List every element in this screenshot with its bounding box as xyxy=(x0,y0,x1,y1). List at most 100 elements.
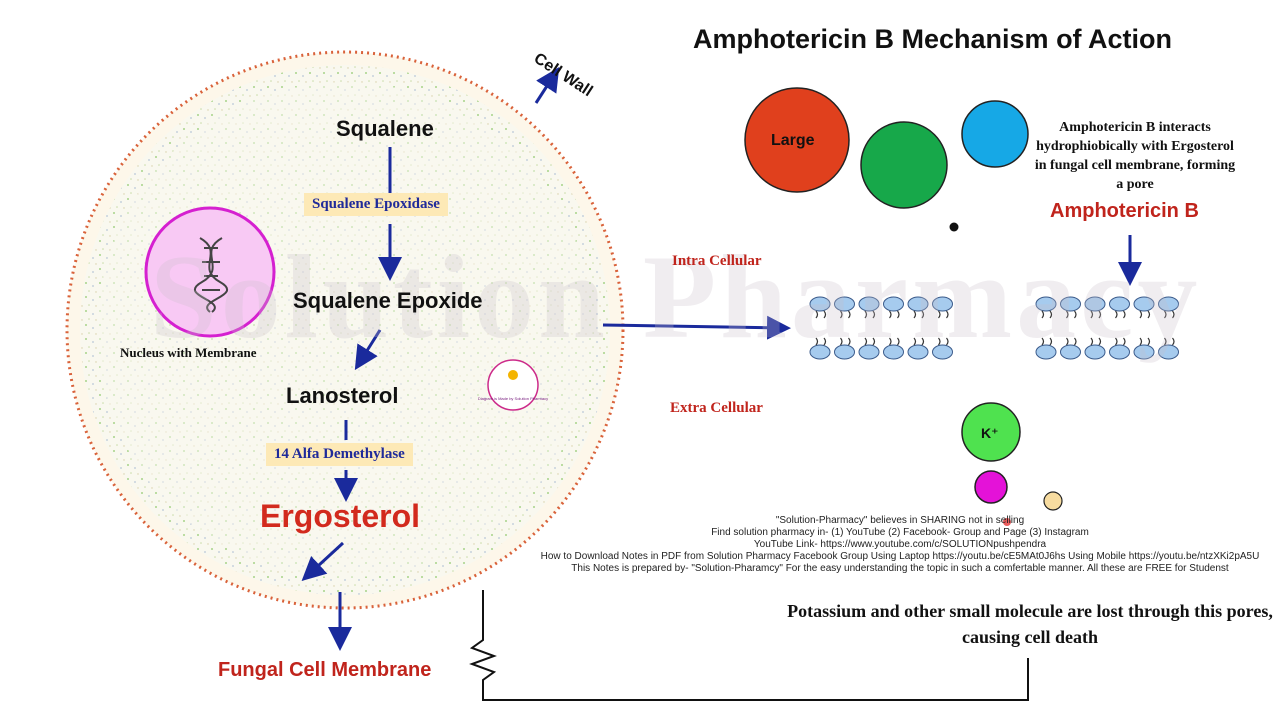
lipid-head xyxy=(1158,344,1179,360)
squalene-epoxidase-box: Squalene Epoxidase xyxy=(304,193,448,216)
lipid-tail xyxy=(1074,337,1077,346)
lipid-bilayer-left xyxy=(809,296,953,360)
lipid-tail xyxy=(1147,337,1151,346)
arrow-ergosterol-to-membrane xyxy=(301,541,345,582)
large-molecule-circle xyxy=(744,87,850,193)
lipid-tail xyxy=(848,337,851,346)
lipid-tail xyxy=(1164,310,1167,319)
lipid-head xyxy=(932,344,953,360)
lipid-head xyxy=(932,296,953,312)
lipid-head xyxy=(1084,344,1106,360)
arrow-cell-wall xyxy=(534,66,560,104)
lipid-tail xyxy=(1049,337,1053,346)
stamp-badge xyxy=(487,359,539,411)
lipid-tail xyxy=(864,337,868,346)
lipid-tail xyxy=(1139,310,1143,319)
small-ion xyxy=(1043,491,1063,511)
lipid-tail xyxy=(840,310,843,319)
lipid-tail xyxy=(848,310,851,319)
lipid-bilayer-right xyxy=(1035,296,1179,360)
lipid-head xyxy=(809,344,831,360)
cursor-dot xyxy=(1003,518,1011,526)
lipid-tail xyxy=(1147,310,1151,319)
lipid-tail xyxy=(1066,310,1069,319)
lipid-head xyxy=(1060,296,1081,312)
lipid-head xyxy=(1035,296,1057,312)
lipid-tail xyxy=(921,310,925,319)
nucleus-label: Nucleus with Membrane xyxy=(120,345,257,360)
lipid-head xyxy=(1158,296,1179,312)
lipid-tail xyxy=(1066,337,1069,346)
arrow-epoxide-to-lanosterol xyxy=(354,329,382,371)
lipid-tail xyxy=(897,337,900,346)
cell-inner-glow xyxy=(97,82,593,578)
lipid-head xyxy=(809,296,831,312)
lipid-tail xyxy=(1041,337,1045,346)
potassium-label: K⁺ xyxy=(981,425,999,441)
lipid-tail xyxy=(1090,310,1094,319)
lipid-tail xyxy=(897,310,900,319)
lipid-head xyxy=(834,296,855,312)
stamp-text: Diagram is Made by Solution Pharmacy xyxy=(478,396,548,401)
lipid-tail xyxy=(1041,310,1045,319)
lipid-tail xyxy=(1164,337,1167,346)
dna-icon xyxy=(193,237,229,313)
lipid-tail xyxy=(1123,337,1126,346)
amphotericin-description: Amphotericin B interacts hydrophiobicall… xyxy=(1034,120,1236,192)
lipid-tail xyxy=(815,337,819,346)
lipid-tail xyxy=(1172,337,1175,346)
squalene-epoxide-label: Squalene Epoxide xyxy=(293,288,483,313)
lipid-tail xyxy=(1115,310,1118,319)
intra-cellular-label: Intra Cellular xyxy=(672,253,762,269)
lipid-tail xyxy=(823,310,827,319)
note-line: YouTube Link- https://www.youtube.com/c/… xyxy=(753,539,1047,550)
lipid-tail xyxy=(872,310,876,319)
arrow-to-membrane-zoom xyxy=(602,315,791,340)
large-circle-label: Large xyxy=(771,132,815,149)
note-line: Find solution pharmacy in- (1) YouTube (… xyxy=(711,527,1089,538)
lipid-tail xyxy=(1098,310,1102,319)
amphotericin-b-label: Amphotericin B xyxy=(1050,200,1199,222)
stamp-bulb xyxy=(508,370,518,380)
lipid-tail xyxy=(1172,310,1175,319)
lipid-head xyxy=(1133,344,1155,360)
fungal-cell-membrane-label: Fungal Cell Membrane xyxy=(218,659,432,681)
lipid-head xyxy=(907,296,929,312)
lipid-tail xyxy=(946,337,949,346)
lipid-tail xyxy=(913,337,917,346)
extra-cellular-label: Extra Cellular xyxy=(670,400,763,416)
lipid-head xyxy=(1109,344,1130,360)
lipid-tail xyxy=(946,310,949,319)
lipid-tail xyxy=(1123,310,1126,319)
lipid-tail xyxy=(1090,337,1094,346)
lipid-tail xyxy=(823,337,827,346)
lipid-head xyxy=(858,296,880,312)
magenta-ion xyxy=(974,470,1008,504)
lipid-head xyxy=(1084,296,1106,312)
lipid-tail xyxy=(938,337,941,346)
lipid-head xyxy=(858,344,880,360)
lipid-head xyxy=(1109,296,1130,312)
lipid-head xyxy=(1133,296,1155,312)
lipid-head xyxy=(883,296,904,312)
lipid-tail xyxy=(1049,310,1053,319)
ergosterol-label: Ergosterol xyxy=(260,498,421,534)
lipid-tail xyxy=(913,310,917,319)
lipid-tail xyxy=(864,310,868,319)
potassium-ion xyxy=(961,402,1021,462)
medium-molecule-circle xyxy=(860,121,948,209)
tiny-dot xyxy=(949,222,959,232)
lipid-tail xyxy=(889,310,892,319)
notes-block: "Solution-Pharmacy" believes in SHARING … xyxy=(540,515,1260,575)
note-line: How to Download Notes in PDF from Soluti… xyxy=(540,551,1260,562)
lipid-tail xyxy=(872,337,876,346)
lanosterol-label: Lanosterol xyxy=(286,383,399,408)
lipid-head xyxy=(883,344,904,360)
lipid-tail xyxy=(815,310,819,319)
alfa-demethylase-box: 14 Alfa Demethylase xyxy=(266,443,413,466)
page-title: Amphotericin B Mechanism of Action xyxy=(693,24,1173,54)
lipid-tail xyxy=(1139,337,1143,346)
squalene-label: Squalene xyxy=(336,116,434,141)
lipid-tail xyxy=(889,337,892,346)
lipid-tail xyxy=(1098,337,1102,346)
